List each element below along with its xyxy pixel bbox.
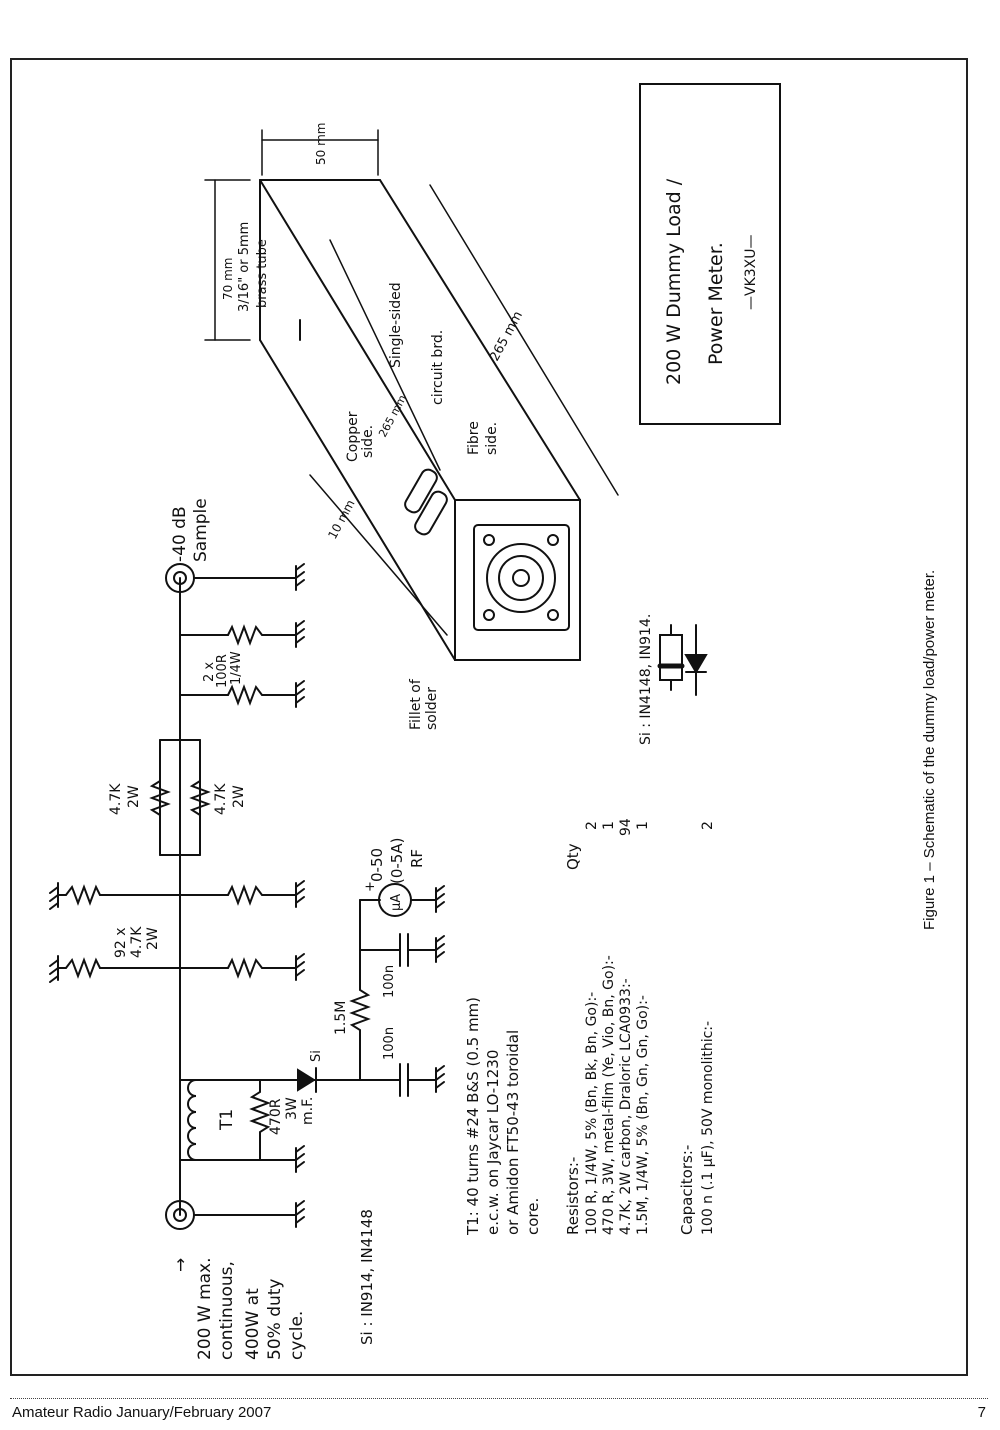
resistor-row-2: 470 R, 3W, metal-film (Ye, Vio, Bn, Go):… (601, 955, 617, 1235)
ground-symbol-t1 (295, 1145, 305, 1173)
output-line-2: Sample (191, 498, 211, 562)
resistor-row-1: 100 R, 1/4W, 5% (Bn, Bk, Bn, Go):- (584, 992, 600, 1235)
dim-10mm: 10 mm (325, 497, 357, 541)
bnc-socket (473, 524, 570, 631)
label-100r-3: 1/4W (229, 651, 244, 685)
load-resistors-drawing (404, 468, 448, 536)
capacitor-100n-1 (399, 1063, 445, 1097)
diode-drawing (657, 624, 708, 696)
label-470r-3: m.F. (300, 1097, 316, 1125)
label-100n-1: 100n (382, 1027, 397, 1060)
fibre-label-1: Fibre (466, 421, 482, 455)
input-arrow: → (171, 1258, 191, 1272)
ground-symbols-right (295, 880, 305, 981)
label-plus: + (363, 881, 378, 892)
label-4k7-b-2: 2W (231, 785, 247, 808)
title-line-2: Power Meter. (705, 242, 727, 365)
tube-label-2: brass tube (255, 239, 270, 308)
dimension-lines (204, 129, 619, 636)
input-line-1: 200 W max. (195, 1257, 215, 1360)
microammeter (378, 883, 445, 917)
fibre-label-2: side. (484, 422, 500, 455)
diode-drawing-note: Si : IN4148, IN914. (638, 614, 654, 745)
output-line-1: -40 dB (170, 506, 190, 562)
tube-label-1: 3/16" or 5mm (237, 222, 252, 312)
resistor-row-4-qty: 1 (635, 821, 651, 830)
resistor-string-92x (57, 884, 297, 979)
t1-note-3: or Amidon FT50-43 toroidal (504, 1030, 522, 1235)
capacitor-row-1: 100 n (.1 μF), 50V monolithic:- (700, 1021, 716, 1235)
capacitor-row-1-qty: 2 (700, 821, 716, 830)
resistor-pair-4k7 (149, 694, 211, 856)
output-connector (165, 563, 305, 593)
resistor-1m5 (349, 899, 371, 1041)
title-line-1: 200 W Dummy Load / (663, 178, 685, 385)
capacitor-100n-2 (399, 933, 445, 967)
qty-heading: Qty (564, 843, 582, 870)
figure-caption: Figure 1 – Schematic of the dummy load/p… (921, 569, 938, 930)
label-4k7-a-1: 4.7K (108, 783, 124, 815)
label-470r-2: 3W (284, 1097, 300, 1120)
input-line-5: cycle. (287, 1311, 307, 1360)
label-1m5: 1.5M (333, 1001, 349, 1035)
label-100r-1: 2 x (202, 662, 217, 682)
resistor-pair-100r (179, 620, 305, 708)
dim-50mm: 50 mm (314, 123, 328, 165)
resistor-row-2-qty: 1 (601, 821, 617, 830)
t1-note-4: core. (524, 1198, 542, 1235)
label-4k7-b-1: 4.7K (213, 783, 229, 815)
resistor-row-1-qty: 2 (584, 821, 600, 830)
input-line-2: continuous, (217, 1261, 237, 1360)
board-label-2: circuit brd. (430, 330, 446, 405)
label-92x-3: 2W (145, 927, 161, 950)
footer-publication: Amateur Radio January/February 2007 (12, 1404, 272, 1421)
input-line-3: 400W at (243, 1288, 263, 1360)
resistor-row-4: 1.5M, 1/4W, 5% (Bn, Gn, Gn, Go):- (635, 995, 651, 1235)
resistors-heading: Resistors:- (564, 1157, 582, 1235)
resistor-row-3-qty: 94 (618, 818, 634, 836)
copper-label-2: side. (360, 425, 376, 458)
label-meter: μA (389, 894, 404, 911)
label-4k7-a-2: 2W (126, 785, 142, 808)
label-si-note: Si : IN914, IN4148 (358, 1209, 376, 1345)
footer-page-number: 7 (977, 1404, 986, 1421)
label-t1: T1 (217, 1109, 237, 1131)
input-connector (165, 1200, 297, 1230)
label-meter-range-2: (0-5A) (388, 838, 406, 884)
t1-note-2: e.c.w. on Jaycar LO-1230 (484, 1050, 502, 1235)
resistor-row-3: 4.7K, 2W carbon, Draloric LCA0933:- (618, 978, 634, 1235)
fillet-label-2: solder (424, 687, 440, 730)
title-box (639, 83, 781, 425)
dim-70mm: 70 mm (221, 258, 235, 300)
label-meter-range-3: RF (408, 849, 426, 868)
capacitors-heading: Capacitors:- (678, 1145, 696, 1235)
label-100n-2: 100n (382, 965, 397, 998)
label-92x-2: 4.7K (129, 926, 145, 958)
dim-265mm-outer: 265 mm (487, 309, 526, 364)
board-label-1: Single-sided (388, 282, 404, 368)
ground-symbols-left (49, 882, 59, 983)
enclosure-drawing (259, 179, 581, 661)
fillet-label-1: Fillet of (408, 678, 424, 730)
label-100r-2: 100R (215, 654, 230, 688)
label-470r-1: 470R (268, 1098, 284, 1135)
input-line-4: 50% duty (265, 1279, 285, 1360)
figure-frame (10, 58, 968, 1376)
label-92x-1: 92 x (113, 927, 129, 958)
label-si-diode: Si (309, 1050, 324, 1062)
title-author: —VK3XU— (743, 234, 759, 310)
ground-symbol-input (295, 1200, 305, 1228)
label-meter-range-1: 0-50 (368, 848, 386, 882)
footer-divider (10, 1398, 988, 1399)
diode-si (259, 1067, 361, 1093)
copper-label-1: Copper (345, 411, 361, 462)
t1-note-1: T1: 40 turns #24 B&S (0.5 mm) (464, 997, 482, 1236)
